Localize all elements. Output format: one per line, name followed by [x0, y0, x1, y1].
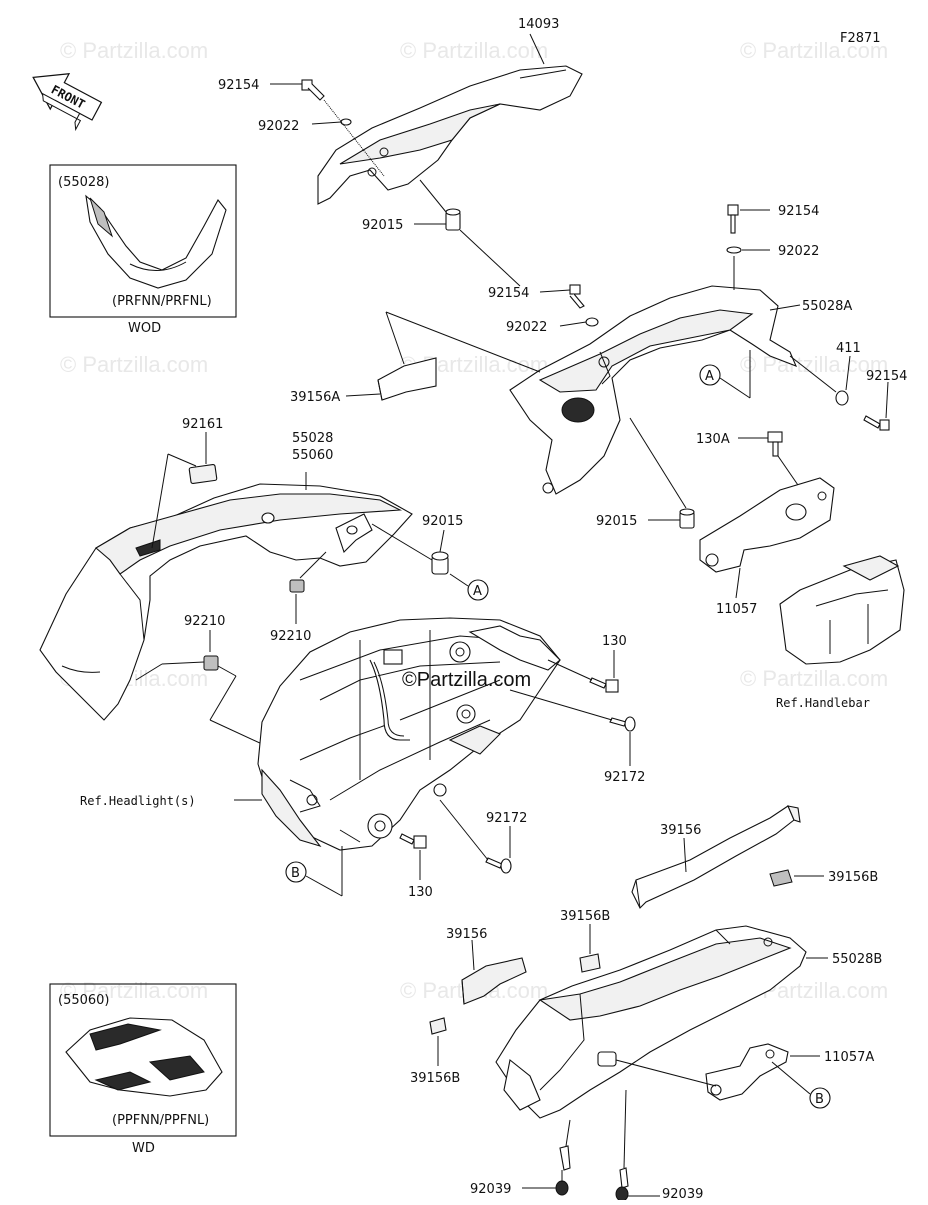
callout-92022-mid: 92022	[506, 320, 547, 335]
marker-b	[809, 1087, 831, 1109]
callout-55060: 55060	[292, 448, 333, 463]
marker-a-label: A	[705, 369, 714, 384]
part-14093-cover	[317, 65, 583, 205]
screw-92172	[609, 716, 636, 732]
bolt-130	[589, 677, 619, 693]
marker-a-label: A	[473, 584, 482, 599]
washer-411	[835, 390, 849, 406]
callout-92022-right: 92022	[778, 244, 819, 259]
inset-top: (55028) (PRFNN/PRFNL) WOD	[49, 164, 237, 336]
callout-14093: 14093	[518, 17, 559, 32]
callout-92022-top: 92022	[258, 119, 299, 134]
callout-55028: 55028	[292, 431, 333, 446]
callout-130A: 130A	[696, 432, 730, 447]
marker-b-label: B	[291, 866, 300, 881]
callout-411: 411	[836, 341, 861, 356]
bolt-130	[399, 833, 427, 849]
callout-39156B-a: 39156B	[560, 909, 610, 924]
part-39156B-pad	[429, 1017, 447, 1035]
watermark: © Partzilla.com	[60, 352, 208, 377]
inset-top-variant: (PRFNN/PRFNL)	[112, 294, 212, 309]
callout-92172-a: 92172	[604, 770, 645, 785]
callout-92039-b: 92039	[662, 1187, 703, 1200]
part-11057-bracket	[699, 477, 835, 573]
marker-a	[467, 579, 489, 601]
nut-92210	[289, 579, 305, 593]
bolt-92154	[863, 415, 890, 431]
inset-top-caption: WOD	[128, 321, 161, 336]
callout-92154-r2: 92154	[866, 369, 907, 384]
part-55028B-cowl	[495, 925, 807, 1119]
part-39156-seal	[461, 957, 527, 1005]
part-39156A-seal	[377, 357, 437, 401]
marker-b	[285, 861, 307, 883]
bolt-92154	[301, 79, 325, 101]
part-39156B-pad	[769, 869, 793, 887]
inset-bottom: (55060) (PPFNN/PPFNL) WD	[49, 983, 237, 1156]
screw-92172	[485, 857, 512, 874]
headlight-assembly	[257, 617, 561, 851]
watermark: © Partzilla.com	[740, 666, 888, 691]
callout-92015-top: 92015	[362, 218, 403, 233]
callout-92039-a: 92039	[470, 1182, 511, 1197]
callout-55028B: 55028B	[832, 952, 882, 967]
callout-92154-right: 92154	[778, 204, 819, 219]
part-92161-pad	[188, 463, 218, 485]
grommet-92015	[431, 551, 449, 575]
callout-39156A: 39156A	[290, 390, 340, 405]
figure-code: F2871	[840, 31, 881, 46]
part-55028A-bracket	[509, 285, 798, 495]
watermark: © Partzilla.com	[60, 978, 208, 1003]
watermark: © Partzilla.com	[60, 38, 208, 63]
grommet-92015	[445, 208, 461, 231]
callout-11057: 11057	[716, 602, 757, 617]
nut-92210	[203, 655, 219, 671]
watermark: © Partzilla.com	[740, 38, 888, 63]
inset-bottom-variant: (PPFNN/PPFNL)	[112, 1113, 209, 1128]
handlebar-clamp	[779, 555, 905, 665]
inset-top-part: (55028)	[58, 175, 110, 190]
callout-92172-b: 92172	[486, 811, 527, 826]
callout-130-a: 130	[602, 634, 627, 649]
bolt-130A	[767, 431, 783, 457]
front-arrow: FRONT	[32, 73, 103, 132]
callout-55028A: 55028A	[802, 299, 852, 314]
bolt-92154	[569, 284, 585, 309]
callout-92015-right: 92015	[596, 514, 637, 529]
inset-bottom-caption: WD	[132, 1141, 155, 1156]
callout-39156B-c: 39156B	[828, 870, 878, 885]
part-55028-cowl	[39, 483, 413, 721]
callout-39156-a: 39156	[660, 823, 701, 838]
callout-39156-b: 39156	[446, 927, 487, 942]
screw-92039	[615, 1167, 629, 1202]
part-39156-seal	[631, 805, 801, 909]
watermark-center: ©Partzilla.com	[402, 669, 531, 691]
callout-11057A: 11057A	[824, 1050, 874, 1065]
callout-130-b: 130	[408, 885, 433, 900]
part-11057A-bracket	[705, 1043, 789, 1101]
callout-39156B-b: 39156B	[410, 1071, 460, 1086]
washer-92022	[726, 246, 742, 254]
callout-92154-top: 92154	[218, 78, 259, 93]
watermark: © Partzilla.com	[740, 352, 888, 377]
callout-92015-mid: 92015	[422, 514, 463, 529]
marker-b-label: B	[815, 1092, 824, 1107]
callout-92154-mid: 92154	[488, 286, 529, 301]
watermark: © Partzilla.com	[400, 38, 548, 63]
ref-headlight: Ref.Headlight(s)	[80, 794, 196, 808]
bolt-92154	[727, 204, 739, 234]
inset-bottom-part: (55060)	[58, 993, 110, 1008]
callout-92210-b: 92210	[270, 629, 311, 644]
screw-92039	[555, 1145, 571, 1196]
callout-92161: 92161	[182, 417, 223, 432]
ref-handlebar: Ref.Handlebar	[776, 696, 870, 710]
marker-a	[699, 364, 721, 386]
grommet-92015	[679, 508, 695, 529]
washer-92022	[585, 317, 599, 327]
part-39156B-pad	[579, 953, 601, 973]
callout-92210-a: 92210	[184, 614, 225, 629]
